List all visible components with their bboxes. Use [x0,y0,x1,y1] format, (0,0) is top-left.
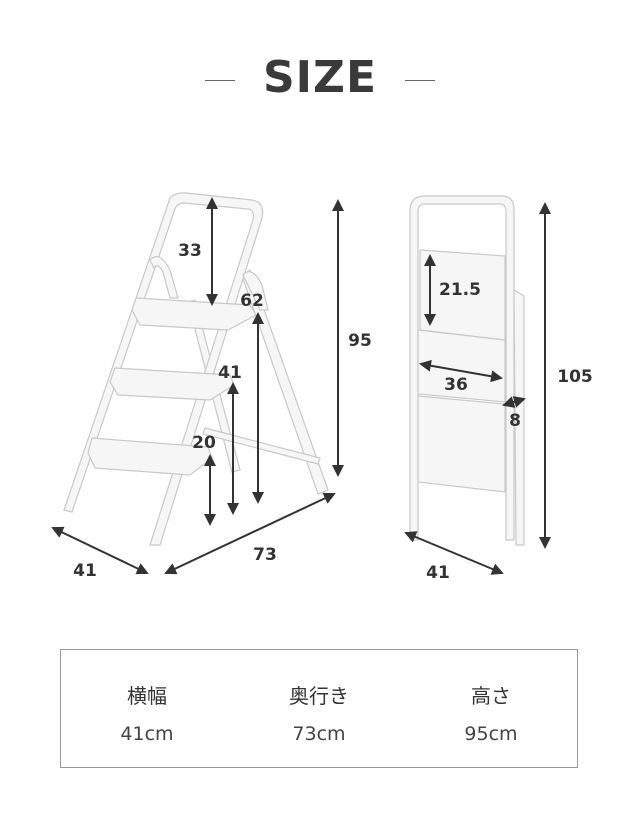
label-105: 105 [557,367,593,387]
arrow-8 [502,396,526,408]
step-middle [109,367,235,401]
folded-ladder-illustration [409,195,525,546]
arrow-41-width [51,526,149,575]
folded-step-bottom [417,395,506,493]
spec-label: 奥行き [289,684,349,708]
label-21-5: 21.5 [439,280,481,300]
folded-dimension-arrows [404,202,551,575]
spec-value: 73cm [292,723,346,745]
label-8: 8 [509,411,521,431]
label-95: 95 [348,331,372,351]
page-title: SIZE [0,52,640,103]
handle-right [242,271,269,311]
label-41-folded: 41 [426,563,450,583]
step-top [131,297,257,331]
folded-rear-leg [513,288,525,546]
label-41-width: 41 [73,561,97,581]
spec-height: 高さ 95cm [405,650,577,767]
label-20: 20 [192,433,216,453]
folded-frame [409,195,515,541]
label-73: 73 [253,545,277,565]
step-bottom [87,437,213,476]
title-text: SIZE [262,52,378,103]
arrow-41-folded [404,531,504,575]
title-dash-right [405,79,436,81]
spec-table: 横幅 41cm 奥行き 73cm 高さ 95cm [60,649,578,768]
arrow-36 [419,359,503,383]
spec-value: 95cm [464,723,518,745]
open-dimension-arrows [51,197,344,575]
size-diagram: 33 62 41 20 95 41 73 21.5 36 8 105 41 [51,192,593,583]
spec-label: 高さ [471,684,511,708]
label-62: 62 [240,291,264,311]
front-frame [63,192,264,546]
arrow-73 [164,492,336,575]
label-36: 36 [444,375,468,395]
spec-width: 横幅 41cm [61,650,233,767]
spec-label: 横幅 [127,684,167,708]
spec-value: 41cm [120,723,174,745]
label-41-step: 41 [218,363,242,383]
spec-depth: 奥行き 73cm [233,650,405,767]
label-33: 33 [178,241,202,261]
handle-left [149,256,179,299]
title-dash-left [204,79,235,81]
